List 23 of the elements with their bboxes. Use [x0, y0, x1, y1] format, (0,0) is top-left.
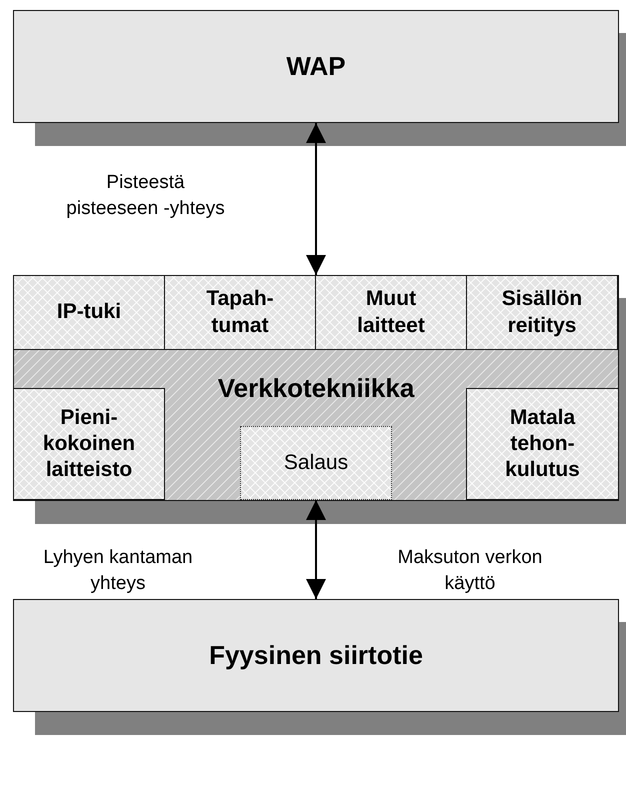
component-box [466, 388, 619, 500]
annotation-text: Maksuton verkon käyttö [396, 546, 544, 596]
component-box [164, 275, 316, 350]
component-box [466, 275, 618, 350]
box-label: Sisällön reititys [500, 286, 584, 338]
box-label: Salaus [282, 450, 350, 476]
box-label: Verkkotekniikka [216, 372, 416, 404]
box-label: Fyysinen siirtotie [209, 639, 423, 672]
layer-box [13, 275, 619, 501]
box-label: Pieni- kokoinen laitteisto [42, 404, 136, 484]
box-label: Muut laitteet [356, 286, 426, 338]
component-box [240, 426, 392, 500]
component-box [13, 275, 165, 350]
annotation-text: Lyhyen kantaman yhteys [43, 546, 193, 596]
box-label: WAP [286, 50, 346, 83]
box-label: IP-tuki [56, 299, 122, 326]
box-label: Matala tehon- kulutus [504, 404, 581, 484]
layer-box [13, 599, 619, 712]
component-box [315, 275, 467, 350]
component-box [13, 388, 165, 500]
edge-label: Pisteestä pisteeseen -yhteys [65, 171, 226, 221]
layer-box [13, 10, 619, 123]
box-label: Tapah- tumat [205, 286, 275, 338]
